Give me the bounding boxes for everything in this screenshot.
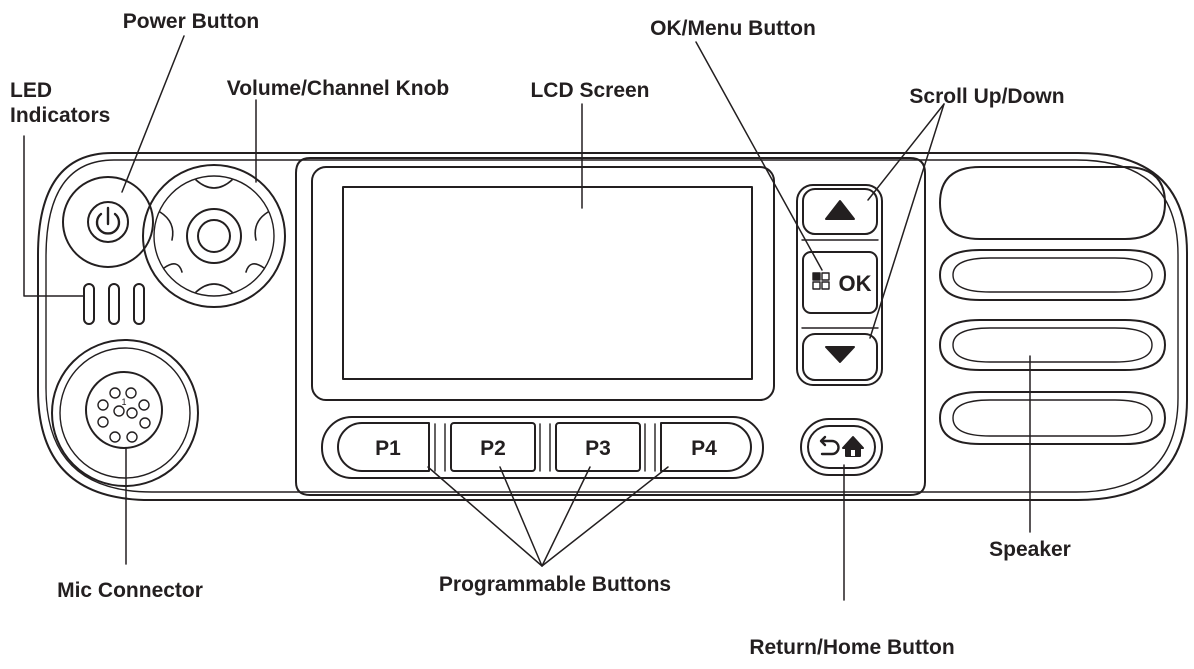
ok-menu-button[interactable]: OK bbox=[802, 251, 878, 314]
triangle-up-icon bbox=[825, 200, 855, 220]
label-mic-connector: Mic Connector bbox=[57, 579, 203, 602]
led-indicator bbox=[83, 283, 95, 325]
programmable-button-p2[interactable]: P2 bbox=[450, 422, 536, 472]
p2-key-label: P2 bbox=[480, 437, 506, 460]
leader-power-button bbox=[121, 35, 185, 193]
leader-scroll-down bbox=[869, 103, 945, 339]
label-return-home-button: Return/Home Button bbox=[749, 636, 955, 659]
mic-connector: 1 bbox=[51, 339, 199, 487]
led-indicators bbox=[83, 283, 145, 325]
speaker-grille bbox=[939, 166, 1166, 445]
return-home-button[interactable] bbox=[800, 418, 883, 476]
label-scroll-up-down: Scroll Up/Down bbox=[909, 85, 1065, 108]
programmable-button-p1[interactable]: P1 bbox=[337, 422, 430, 472]
label-speaker: Speaker bbox=[989, 538, 1071, 561]
programmable-button-p3[interactable]: P3 bbox=[555, 422, 641, 472]
p1-key-label: P1 bbox=[375, 437, 401, 460]
scroll-down-button[interactable] bbox=[802, 333, 878, 381]
volume-channel-knob[interactable] bbox=[142, 164, 286, 308]
label-programmable-buttons: Programmable Buttons bbox=[438, 573, 672, 596]
mic-pin-label: 1 bbox=[121, 397, 126, 407]
leader-prog-p1 bbox=[427, 466, 543, 567]
label-power-button: Power Button bbox=[122, 10, 260, 33]
led-indicator bbox=[108, 283, 120, 325]
menu-grid-icon bbox=[812, 272, 830, 290]
ok-key-label: OK bbox=[839, 271, 872, 296]
scroll-up-button[interactable] bbox=[802, 188, 878, 235]
power-button[interactable] bbox=[62, 176, 154, 268]
leader-prog-p4 bbox=[541, 466, 669, 567]
center-face-panel bbox=[295, 157, 926, 496]
p4-key-label: P4 bbox=[691, 437, 717, 460]
label-led-indicators-line1: LED bbox=[10, 79, 52, 102]
nav-keypad bbox=[796, 184, 883, 386]
callout-leaders bbox=[23, 35, 1031, 601]
leader-prog-p3 bbox=[541, 466, 591, 567]
triangle-down-icon bbox=[825, 346, 855, 363]
led-indicator bbox=[133, 283, 145, 325]
programmable-button-strip bbox=[321, 416, 764, 479]
label-volume-knob: Volume/Channel Knob bbox=[226, 77, 450, 100]
leader-led-indicators bbox=[23, 135, 85, 297]
programmable-button-p4[interactable]: P4 bbox=[660, 422, 752, 472]
label-lcd-screen: LCD Screen bbox=[530, 79, 650, 102]
leader-ok-menu bbox=[695, 41, 823, 271]
home-icon bbox=[842, 436, 864, 457]
p3-key-label: P3 bbox=[585, 437, 611, 460]
housing-outline bbox=[37, 152, 1188, 501]
power-icon bbox=[95, 206, 121, 235]
label-led-indicators-line2: Indicators bbox=[10, 104, 111, 127]
label-ok-menu-button: OK/Menu Button bbox=[650, 17, 816, 40]
leader-prog-p2 bbox=[499, 466, 543, 567]
lcd-screen bbox=[311, 166, 775, 401]
leader-scroll-up bbox=[867, 103, 945, 201]
back-arrow-icon bbox=[819, 435, 840, 456]
